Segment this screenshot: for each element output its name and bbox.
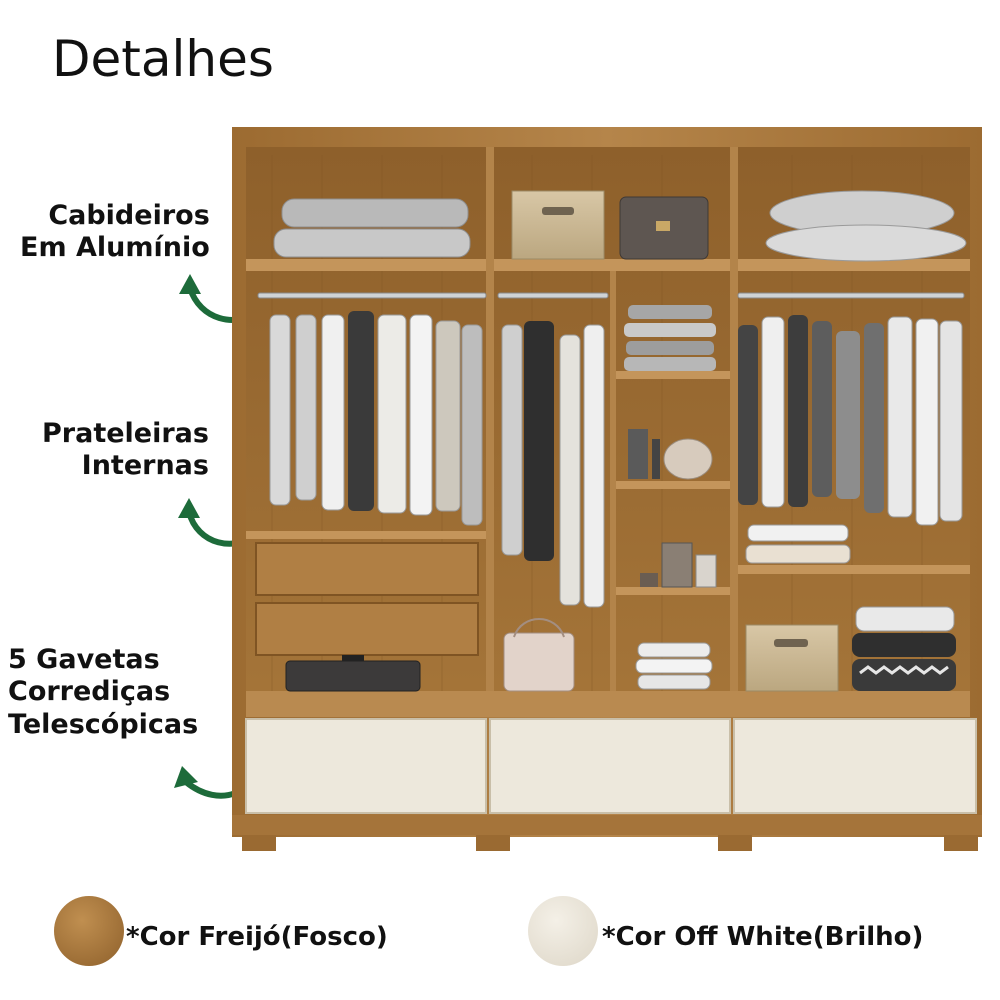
plinth — [232, 815, 982, 835]
storage-box — [511, 190, 605, 260]
folded-clothes-stack — [852, 606, 956, 691]
foot — [718, 835, 752, 851]
folded-towels-right — [745, 524, 851, 564]
callout-gavetas: 5 Gavetas Corrediças Telescópicas — [8, 644, 198, 741]
pillows — [765, 190, 967, 262]
bottom-drawer — [489, 718, 731, 814]
hanging-rod — [257, 292, 487, 299]
foot — [476, 835, 510, 851]
inner-shelf — [616, 371, 730, 379]
inner-shelf — [738, 565, 970, 574]
hanging-rod — [737, 292, 965, 299]
hanging-clothes-middle — [501, 321, 605, 608]
hanging-clothes-right — [738, 315, 963, 526]
color-swatch-freijo — [54, 896, 124, 966]
storage-box-right — [745, 624, 839, 692]
internal-drawer — [255, 602, 479, 656]
inner-shelf — [616, 587, 730, 595]
bottom-drawer — [733, 718, 977, 814]
callout-line: 5 Gavetas — [8, 644, 160, 675]
callout-line: Em Alumínio — [20, 232, 210, 264]
page-title: Detalhes — [52, 30, 274, 88]
callout-line: Cabideiros — [48, 200, 210, 231]
foot — [944, 835, 978, 851]
divider — [486, 147, 494, 717]
cosmetics-jars — [640, 542, 717, 588]
bottom-drawer — [245, 718, 487, 814]
inner-shelf — [616, 481, 730, 489]
folded-sweaters — [624, 305, 716, 371]
callout-line: Telescópicas — [8, 708, 199, 740]
callout-line: Internas — [81, 450, 209, 482]
callout-prateleiras: Prateleiras Internas — [42, 418, 209, 483]
divider — [610, 271, 616, 717]
wardrobe-illustration — [232, 127, 982, 851]
legend-label-off-white: *Cor Off White(Brilho) — [602, 922, 924, 952]
suitcase — [285, 655, 421, 692]
hanging-clothes-left — [269, 311, 483, 526]
callout-cabideiros: Cabideiros Em Alumínio — [20, 200, 210, 265]
inner-shelf — [246, 531, 486, 539]
divider — [730, 147, 738, 717]
hanging-rod — [497, 292, 609, 299]
folded-towels — [635, 642, 713, 690]
hat-box — [619, 196, 709, 260]
handbag — [503, 618, 575, 692]
legend-label-freijo: *Cor Freijó(Fosco) — [126, 922, 388, 952]
bottom-shelf — [246, 691, 970, 717]
color-swatch-off-white — [528, 896, 598, 966]
top-shelf — [246, 259, 970, 271]
internal-drawer — [255, 542, 479, 596]
callout-line: Corrediças — [8, 676, 171, 708]
makeup-brushes — [628, 429, 713, 480]
folded-blankets — [273, 198, 471, 258]
foot — [242, 835, 276, 851]
callout-line: Prateleiras — [42, 418, 209, 449]
